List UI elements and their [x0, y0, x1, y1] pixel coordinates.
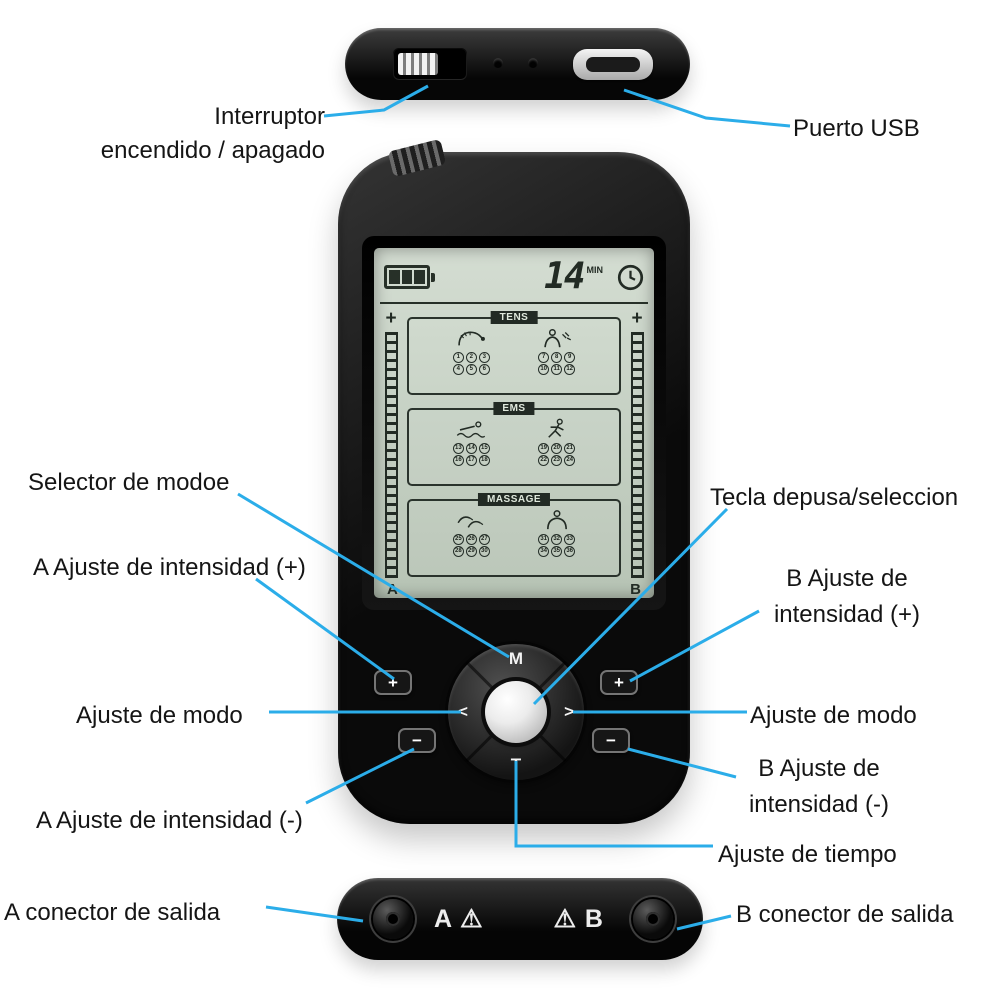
jack-a-label: A ⚠: [434, 905, 484, 933]
timer-unit: MIN: [586, 265, 604, 275]
intensity-scale-a: +: [381, 309, 401, 578]
intensity-bar-a: [384, 332, 398, 578]
massage-back-icon: [546, 510, 567, 530]
mode-selector-button-m: M: [508, 649, 524, 668]
label-usb-port: Puerto USB: [793, 115, 920, 142]
output-jack-b: [633, 899, 673, 939]
clock-icon: [617, 264, 644, 290]
tens-section-label: TENS: [490, 311, 538, 324]
label-mode-adjust-right: Ajuste de modo: [750, 702, 917, 729]
vent-hole: [528, 58, 538, 68]
device-front: 14 MIN + + A B: [338, 138, 690, 824]
intensity-scale-b-plus: +: [631, 308, 643, 329]
label-power-switch: Interruptor encendido / apagado: [40, 100, 325, 167]
label-b-intensity-minus-line2: intensidad (-): [748, 791, 890, 818]
mode-adjust-left-button: <: [458, 702, 468, 721]
usb-port: [573, 49, 653, 80]
b-intensity-plus-button: +: [600, 670, 638, 695]
timer-display: 14 MIN: [544, 257, 603, 297]
label-mode-adjust-left: Ajuste de modo: [76, 702, 243, 729]
intensity-bar-b: [630, 332, 644, 578]
intensity-scale-b: +: [627, 309, 647, 578]
screen-main-area: + + A B TENS: [380, 304, 648, 598]
power-switch-edge: [387, 138, 447, 178]
tens-shoulder-icon: [543, 329, 571, 348]
label-a-output: A conector de salida: [4, 899, 221, 926]
label-b-intensity-minus-line1: B Ajuste de: [758, 755, 880, 782]
label-power-switch-line2: encendido / apagado: [100, 136, 325, 164]
label-power-switch-line1: Interruptor: [214, 103, 325, 130]
usb-port-slot: [586, 57, 640, 72]
navigation-pad: M < > T: [448, 644, 584, 780]
label-b-intensity-plus: B Ajuste de intensidad (+): [756, 561, 938, 633]
mode-adjust-right-button: >: [564, 702, 574, 721]
device-bottom-view: A ⚠ ⚠ B: [337, 878, 703, 960]
lcd-screen: 14 MIN + + A B: [374, 248, 654, 598]
power-switch: [393, 48, 467, 80]
time-adjust-button-t: T: [510, 755, 522, 774]
screen-status-row: 14 MIN: [380, 254, 648, 304]
label-time-adjust: Ajuste de tiempo: [718, 841, 897, 868]
label-b-intensity-plus-line2: intensidad (+): [773, 601, 921, 628]
massage-hands-icon: [457, 516, 484, 528]
tens-arm-icon: [458, 331, 486, 346]
battery-icon: [384, 265, 435, 289]
ems-swimmer-icon: [457, 421, 486, 438]
intensity-scale-a-plus: +: [385, 308, 397, 329]
a-intensity-plus-button: +: [374, 670, 412, 695]
a-intensity-minus-button: −: [398, 728, 436, 753]
label-select-key: Tecla depusa/seleccion: [710, 484, 959, 511]
label-b-intensity-plus-line1: B Ajuste de: [786, 565, 908, 592]
output-jack-a: [373, 899, 413, 939]
channel-b-indicator: B: [630, 581, 641, 598]
jack-b-label: ⚠ B: [553, 905, 604, 933]
label-mode-selector: Selector de modoe: [28, 469, 230, 496]
ems-section-label: EMS: [493, 402, 535, 415]
massage-section-label: MASSAGE: [477, 493, 551, 506]
device-top-view: [345, 28, 690, 100]
power-switch-slider: [398, 53, 438, 75]
label-b-intensity-minus: B Ajuste de intensidad (-): [733, 751, 905, 823]
channel-a-indicator: A: [387, 581, 398, 598]
timer-value: 14: [544, 256, 585, 297]
label-a-intensity-plus: A Ajuste de intensidad (+): [33, 554, 306, 581]
ems-runner-icon: [547, 418, 564, 438]
vent-hole: [493, 58, 503, 68]
b-intensity-minus-button: −: [592, 728, 630, 753]
label-a-intensity-minus: A Ajuste de intensidad (-): [36, 807, 303, 834]
select-center-button: [485, 681, 547, 743]
label-b-output: B conector de salida: [736, 901, 954, 928]
